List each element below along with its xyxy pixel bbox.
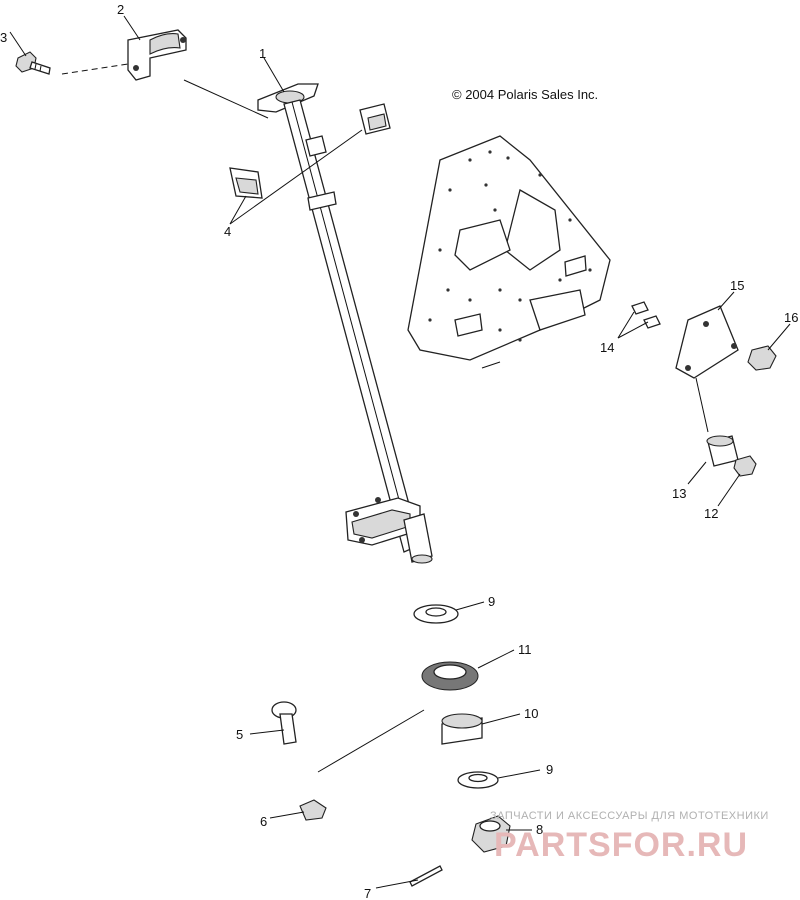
callout-6: 6 [260, 814, 267, 829]
callout-2: 2 [117, 2, 124, 17]
part-3-bolt [15, 51, 51, 75]
part-14-screws [631, 301, 661, 329]
callout-15: 15 [730, 278, 744, 293]
callout-10: 10 [524, 706, 538, 721]
watermark-brand: PARTSFOR.RU [494, 826, 748, 864]
part-5-bolt [271, 701, 297, 745]
part-8-nut [471, 815, 511, 853]
part-6-cap [299, 799, 327, 821]
watermark-tagline: ЗАПЧАСТИ И АКСЕССУАРЫ ДЛЯ МОТОТЕХНИКИ [490, 810, 769, 822]
callout-9-lower: 9 [546, 762, 553, 777]
callout-13: 13 [672, 486, 686, 501]
callout-14: 14 [600, 340, 614, 355]
callout-16: 16 [784, 310, 798, 325]
part-9-washer-upper [413, 604, 459, 624]
part-4-bushing-upper [359, 103, 391, 135]
callout-5: 5 [236, 727, 243, 742]
callout-3: 3 [0, 30, 7, 45]
frame-plate [407, 135, 611, 369]
callout-8: 8 [536, 822, 543, 837]
leader-lines [9, 15, 791, 889]
part-16-nut [747, 345, 777, 371]
part-9-washer-lower [457, 771, 499, 789]
watermark: ЗАПЧАСТИ И АКСЕССУАРЫ ДЛЯ МОТОТЕХНИКИ PA… [490, 810, 769, 864]
callout-1: 1 [259, 46, 266, 61]
callout-4: 4 [224, 224, 231, 239]
part-4-bushing-lower [229, 167, 263, 199]
part-10-bushing [441, 713, 483, 745]
callout-7: 7 [364, 886, 371, 900]
part-2-clamp [127, 29, 187, 81]
part-15-plate [675, 305, 739, 379]
copyright-text: © 2004 Polaris Sales Inc. [452, 87, 598, 102]
part-13-bushing [706, 435, 739, 467]
part-7-pin [409, 865, 443, 887]
callout-11: 11 [518, 642, 532, 657]
part-11-seal [421, 661, 479, 691]
part-1-steering-column [257, 83, 433, 564]
part-12-nut [733, 455, 757, 477]
callout-12: 12 [704, 506, 718, 521]
callout-9-upper: 9 [488, 594, 495, 609]
